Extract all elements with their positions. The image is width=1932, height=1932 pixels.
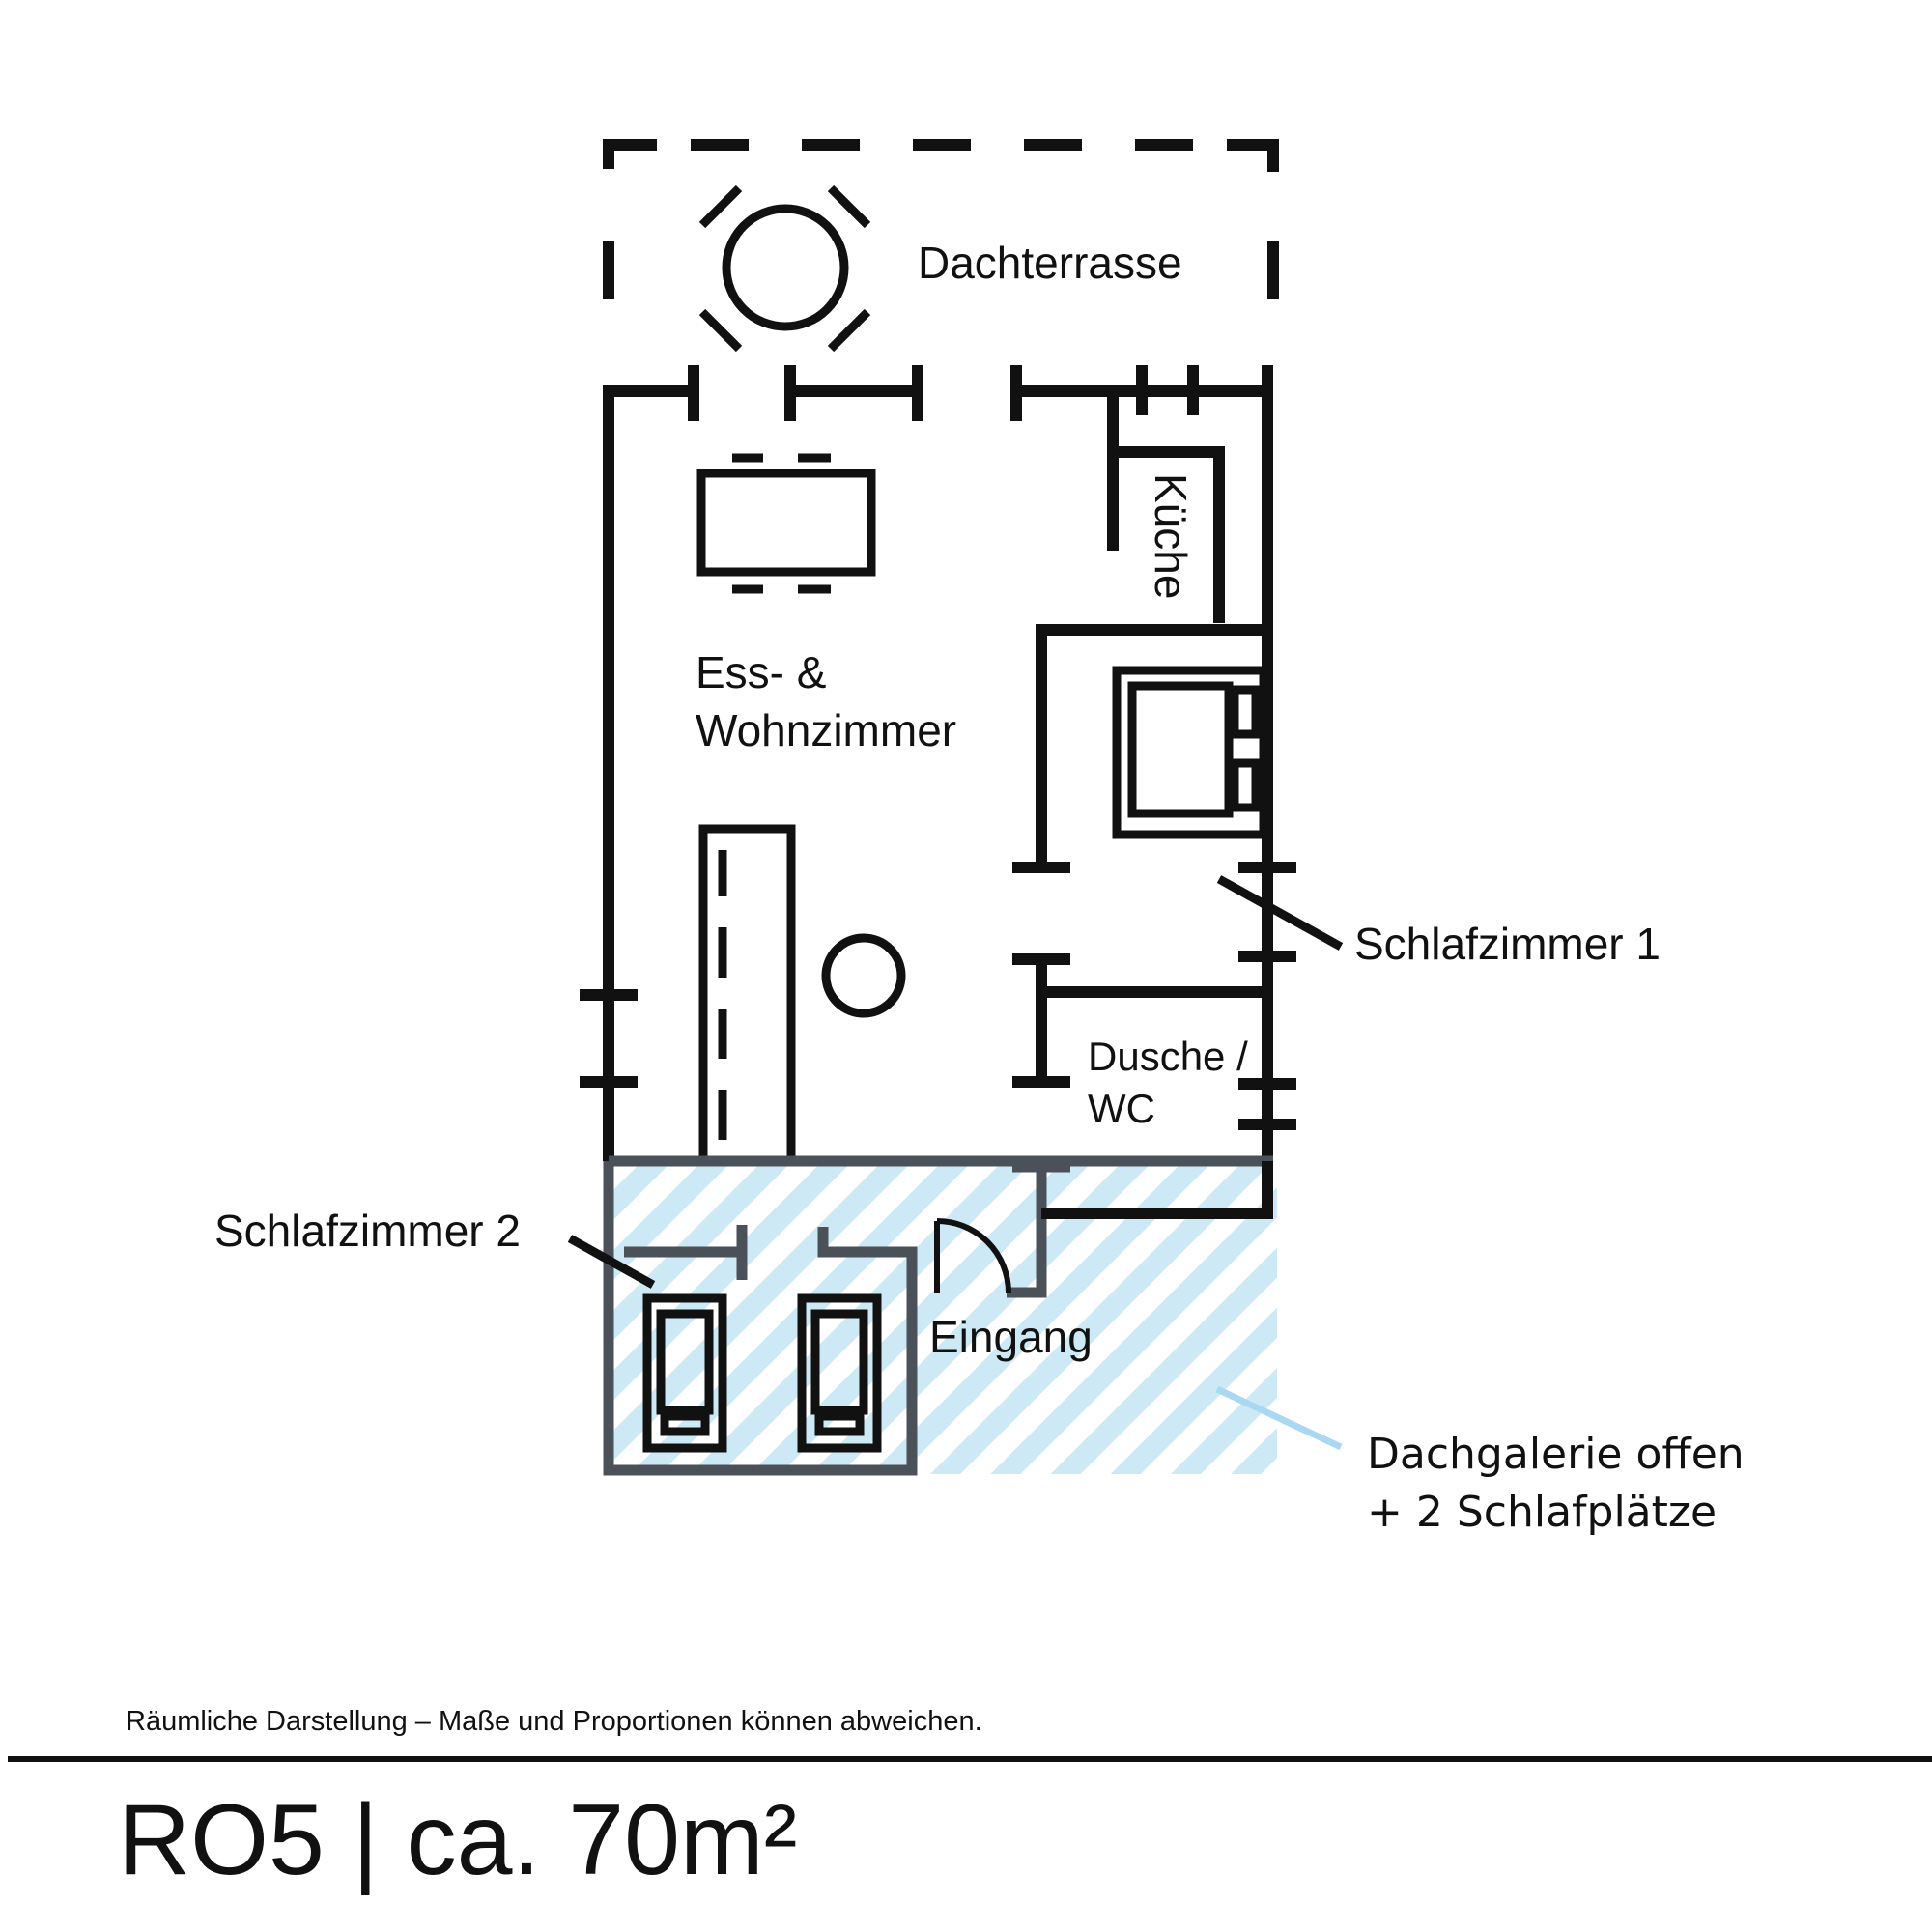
gallery-label-line1: Dachgalerie offen bbox=[1367, 1430, 1745, 1479]
window-ticks bbox=[580, 862, 1296, 1130]
disclaimer-text: Räumliche Darstellung – Maße und Proport… bbox=[126, 1706, 982, 1737]
gallery-leader bbox=[1215, 1385, 1343, 1451]
bedroom1-leader bbox=[1216, 875, 1344, 951]
bedroom1-walls bbox=[1012, 624, 1267, 1088]
door-swing-icon bbox=[934, 1218, 1011, 1293]
single-bed-icon bbox=[642, 1293, 727, 1453]
shower-label-line1: Dusche / bbox=[1088, 1034, 1248, 1079]
round-table-icon bbox=[821, 933, 906, 1018]
dining-table-icon bbox=[696, 453, 876, 594]
upper-floor-bottom bbox=[609, 1155, 1273, 1298]
gallery-label-line2: + 2 Schlafplätze bbox=[1367, 1488, 1717, 1537]
entrance-label: Eingang bbox=[929, 1312, 1093, 1362]
single-bed-icon bbox=[797, 1293, 882, 1453]
bedroom2-label: Schlafzimmer 2 bbox=[214, 1206, 521, 1256]
living-label-line2: Wohnzimmer bbox=[696, 705, 956, 755]
terrace-label: Dachterrasse bbox=[918, 238, 1182, 288]
kitchen-label: Küche bbox=[1146, 473, 1196, 599]
shower-label-line2: WC bbox=[1088, 1086, 1155, 1131]
bedroom2-leader bbox=[567, 1235, 656, 1289]
kitchen-walls bbox=[1107, 391, 1225, 623]
page-title: RO5 | ca. 70m² bbox=[118, 1784, 798, 1896]
sun-icon bbox=[698, 185, 871, 353]
footer-divider bbox=[8, 1756, 1932, 1762]
terrace-outline bbox=[603, 139, 1279, 299]
bedroom2-walls bbox=[603, 1161, 918, 1476]
bedroom1-label: Schlafzimmer 1 bbox=[1354, 919, 1661, 969]
double-bed-icon bbox=[1112, 666, 1268, 839]
living-label-line1: Ess- & bbox=[696, 647, 826, 697]
sofa-icon bbox=[698, 824, 796, 1166]
